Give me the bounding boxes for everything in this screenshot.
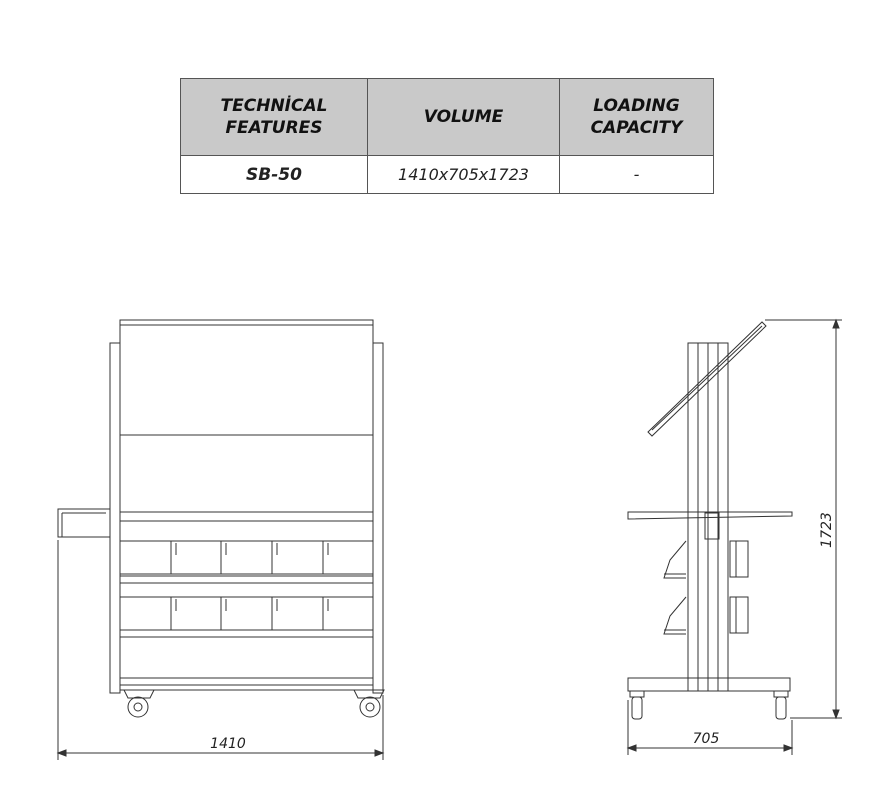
header-line: VOLUME bbox=[423, 107, 504, 127]
width-dimension: 1410 bbox=[56, 540, 385, 760]
side-bin-left bbox=[663, 596, 687, 635]
header-volume: VOLUME bbox=[367, 78, 560, 156]
model-cell: SB-50 bbox=[180, 155, 368, 194]
header-line: TECHNİCAL bbox=[220, 96, 328, 116]
header-loading-capacity: LOADING CAPACITY bbox=[559, 78, 714, 156]
side-shelf bbox=[627, 511, 793, 520]
header-line: FEATURES bbox=[225, 118, 323, 138]
front-left-post bbox=[109, 342, 121, 694]
side-bin-left bbox=[663, 540, 687, 579]
side-inclined-panel bbox=[647, 321, 767, 437]
front-right-post bbox=[372, 342, 384, 694]
height-label: 1723 bbox=[819, 512, 835, 548]
height-dimension: 1723 bbox=[765, 318, 842, 720]
side-bracket bbox=[704, 512, 720, 540]
depth-label: 705 bbox=[693, 731, 720, 747]
width-label: 1410 bbox=[210, 736, 246, 752]
table-row: SB-50 1410x705x1723 - bbox=[180, 155, 714, 194]
front-bin-row bbox=[119, 596, 374, 631]
loading-capacity-cell: - bbox=[559, 155, 714, 194]
volume-cell: 1410x705x1723 bbox=[367, 155, 560, 194]
front-cabinet-body bbox=[119, 319, 374, 691]
front-side-tray bbox=[57, 508, 111, 538]
side-base bbox=[627, 677, 791, 692]
technical-features-table: TECHNİCAL FEATURES VOLUME LOADING CAPACI… bbox=[180, 78, 714, 194]
side-bin-right bbox=[729, 596, 749, 634]
header-line: CAPACITY bbox=[590, 118, 683, 138]
side-caster-right bbox=[773, 690, 789, 720]
header-technical-features: TECHNİCAL FEATURES bbox=[180, 78, 368, 156]
depth-dimension: 705 bbox=[626, 700, 794, 755]
side-view: 1723 705 bbox=[626, 318, 842, 755]
front-base-band bbox=[119, 677, 374, 686]
side-bin-right bbox=[729, 540, 749, 578]
front-view: 1410 bbox=[56, 319, 385, 760]
front-bin-row bbox=[119, 540, 374, 575]
table-header-row: TECHNİCAL FEATURES VOLUME LOADING CAPACI… bbox=[180, 78, 714, 156]
side-caster-left bbox=[629, 690, 645, 720]
front-shelf-band bbox=[119, 575, 374, 584]
front-caster-left bbox=[123, 689, 155, 718]
front-shelf-band bbox=[119, 511, 374, 522]
front-caster-right bbox=[353, 689, 385, 718]
header-line: LOADING bbox=[593, 96, 680, 116]
